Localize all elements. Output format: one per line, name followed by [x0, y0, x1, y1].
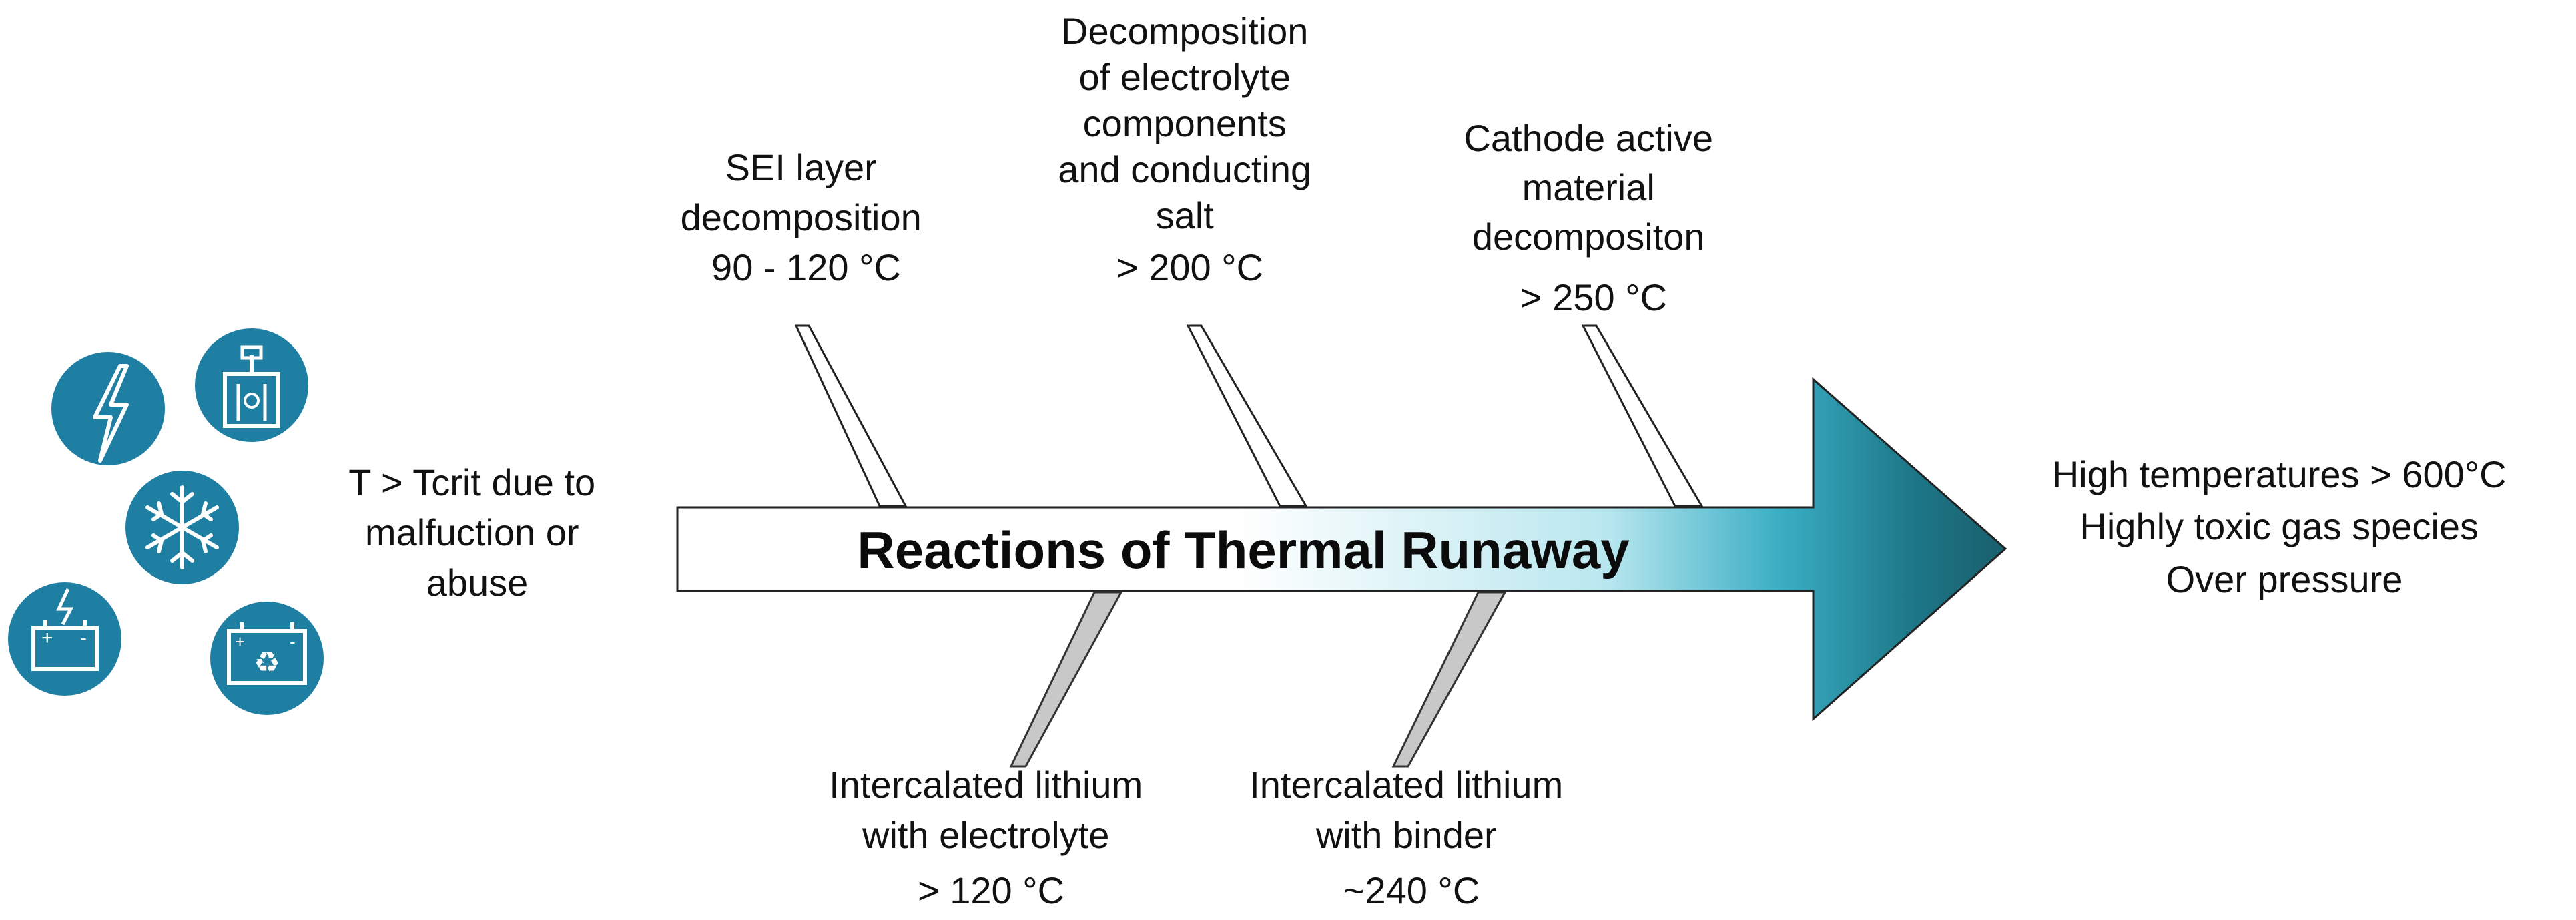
- reaction-line: and conducting: [1058, 148, 1311, 190]
- bottom-spine-2: [1391, 591, 1507, 768]
- reaction-line: decomposition: [681, 196, 922, 238]
- reaction-line: Decomposition: [1061, 10, 1308, 52]
- trigger-line: T > Tcrit due to: [348, 461, 595, 503]
- reaction-line: > 200 °C: [1116, 246, 1263, 288]
- trigger-line: abuse: [426, 561, 529, 604]
- reaction-line: material: [1522, 166, 1655, 208]
- reaction-line: > 250 °C: [1520, 276, 1667, 318]
- reaction-line: 90 - 120 °C: [711, 246, 901, 288]
- outcome-line: Highly toxic gas species: [2079, 505, 2479, 547]
- reaction-line: Intercalated lithium: [1249, 764, 1563, 806]
- lightning-bolt-icon: [51, 352, 165, 465]
- top-spine-3: [1581, 324, 1704, 507]
- reaction-line: salt: [1156, 194, 1215, 236]
- reaction-line: components: [1083, 102, 1287, 144]
- reaction-line: ~240 °C: [1343, 869, 1480, 911]
- top-spine-2: [1186, 324, 1308, 507]
- bottom-reaction-1: Intercalated lithium with electrolyte > …: [829, 764, 1153, 911]
- snowflake-icon: [125, 471, 239, 584]
- bottom-spines: [1009, 591, 1507, 768]
- charging-battery-icon: + -: [8, 582, 121, 696]
- trigger-text: T > Tcrit due to malfuction or abuse: [348, 461, 605, 604]
- outcome-line: High temperatures > 600°C: [2052, 453, 2507, 495]
- bottom-reaction-2: Intercalated lithium with binder ~240 °C: [1249, 764, 1574, 911]
- reaction-line: Cathode active: [1464, 117, 1713, 159]
- main-arrow: [676, 377, 2007, 722]
- svg-text:+: +: [235, 632, 245, 652]
- overheated-cell-icon: [195, 328, 308, 442]
- top-reaction-1: SEI layer decomposition 90 - 120 °C: [681, 146, 932, 288]
- trigger-icons: + - + - ♻: [8, 328, 324, 715]
- reaction-line: with electrolyte: [862, 814, 1109, 856]
- reaction-line: of electrolyte: [1078, 56, 1291, 98]
- reaction-line: Intercalated lithium: [829, 764, 1143, 806]
- outcome-line: Over pressure: [2166, 558, 2403, 600]
- recycling-battery-icon: + - ♻: [210, 602, 324, 715]
- reaction-line: > 120 °C: [918, 869, 1064, 911]
- reaction-line: decompositon: [1472, 216, 1705, 258]
- svg-text:-: -: [290, 632, 296, 652]
- svg-text:♻: ♻: [254, 646, 280, 679]
- arrow-title: Reactions of Thermal Runaway: [857, 521, 1629, 580]
- reaction-line: with binder: [1315, 814, 1497, 856]
- bottom-spine-1: [1009, 591, 1123, 768]
- top-reaction-2: Decomposition of electrolyte components …: [1058, 10, 1321, 288]
- outcome-text: High temperatures > 600°C Highly toxic g…: [2052, 453, 2517, 600]
- reaction-line: SEI layer: [725, 146, 877, 188]
- svg-text:+: +: [41, 627, 53, 649]
- top-spines: [794, 324, 1704, 507]
- top-spine-1: [794, 324, 908, 507]
- svg-text:-: -: [80, 627, 87, 649]
- trigger-line: malfuction or: [365, 511, 579, 553]
- top-reaction-3: Cathode active material decompositon > 2…: [1464, 117, 1723, 318]
